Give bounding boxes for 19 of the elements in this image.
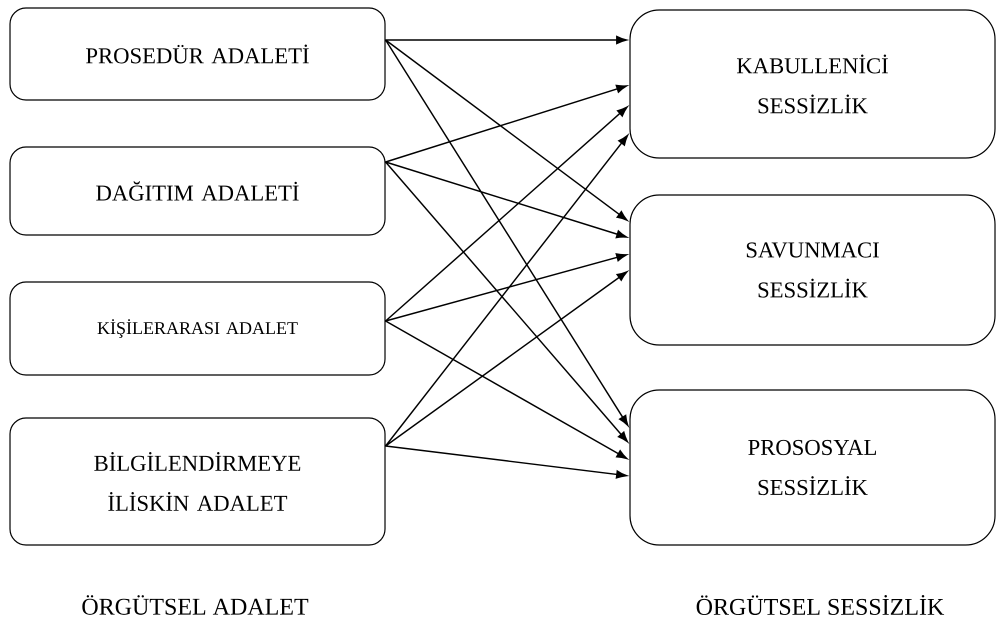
arrow — [386, 445, 627, 479]
group-label: ÖRGÜTSEL SESSİZLİK — [696, 594, 944, 615]
arrow — [386, 36, 627, 44]
arrow — [385, 320, 628, 460]
rounded-box: SAVUNMACI SESSİZLİK — [629, 194, 996, 346]
rounded-box: KABULLENİCİ SESSİZLİK — [629, 9, 996, 159]
rounded-box: KİŞİLERARASI ADALET — [9, 281, 386, 376]
arrow — [384, 40, 628, 426]
arrow — [385, 161, 628, 238]
arrow — [385, 253, 628, 322]
arrow — [385, 106, 628, 322]
rounded-box: BİLGİLENDİRMEYE İLİSKİN ADALET — [9, 417, 386, 546]
arrow — [385, 84, 628, 163]
rounded-box: PROSOSYAL SESSİZLİK — [629, 389, 996, 546]
arrow — [385, 39, 628, 221]
rounded-box: PROSEDÜR ADALETİ — [9, 7, 386, 101]
arrow — [385, 271, 628, 447]
group-label: ÖRGÜTSEL ADALET — [82, 595, 308, 615]
rounded-box: DAĞITIM ADALETİ — [9, 146, 386, 236]
